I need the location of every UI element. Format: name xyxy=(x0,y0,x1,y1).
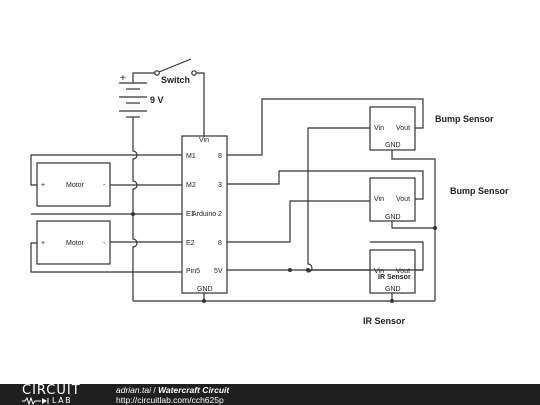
arduino-pin-8-bottom: 8 xyxy=(218,240,222,247)
footer-bar: CIRCUIT LAB adrian.tai / Watercraft Circ… xyxy=(0,384,540,405)
motor-1-plus: + xyxy=(41,182,45,189)
arduino-pin-m1: M1 xyxy=(186,153,196,160)
logo-text-lab: LAB xyxy=(52,396,73,405)
footer-author[interactable]: adrian.tai xyxy=(116,385,151,395)
bump-sensor-2-vin: Vin xyxy=(374,196,384,203)
battery-plus-sign: + xyxy=(120,73,126,84)
bump-sensor-2-label: Bump Sensor xyxy=(450,186,509,196)
footer-circuit-title[interactable]: Watercraft Circuit xyxy=(158,385,230,395)
motor-1[interactable]: + Motor - xyxy=(36,162,111,207)
logo-wave-icon xyxy=(22,397,49,405)
footer-separator: / xyxy=(150,385,159,395)
arduino-label: Arduino xyxy=(192,211,216,218)
motor-1-minus: - xyxy=(103,182,106,189)
arduino-pin-3: 3 xyxy=(218,182,222,189)
logo-text-circuit: CIRCUIT xyxy=(22,383,81,398)
arduino-pin-pin5: Pin5 xyxy=(186,268,200,275)
bump-sensor-2-gnd: GND xyxy=(385,214,401,221)
arduino-pin-gnd: GND xyxy=(197,286,213,293)
ir-sensor[interactable]: Vin Vout IR Sensor GND xyxy=(369,249,416,294)
arduino-pin-e1: E1 xyxy=(186,211,195,218)
circuit-schematic: + 9 V Switch Vin M1 M2 E1 Arduino E2 Pin… xyxy=(30,58,509,326)
battery[interactable]: + 9 V xyxy=(119,73,164,118)
motor-2[interactable]: + Motor - xyxy=(36,220,111,265)
footer-url-link[interactable]: http://circuitlab.com/cch625p xyxy=(116,395,224,405)
footer-byline: adrian.tai / Watercraft Circuit xyxy=(116,385,229,395)
ir-sensor-gnd: GND xyxy=(385,286,401,293)
bump-sensor-1-label: Bump Sensor xyxy=(435,114,494,124)
arduino-pin-m2: M2 xyxy=(186,182,196,189)
switch[interactable]: Switch xyxy=(154,58,197,85)
switch-label: Switch xyxy=(161,75,190,85)
bump-sensor-2[interactable]: Vin Vout GND xyxy=(369,177,416,222)
bump-sensor-1-vout: Vout xyxy=(396,125,410,132)
motor-2-minus: - xyxy=(103,240,106,247)
arduino-pin-2: 2 xyxy=(218,211,222,218)
motor-2-label: Motor xyxy=(66,240,85,247)
ir-sensor-inner-label: IR Sensor xyxy=(378,274,411,281)
bump-sensor-1-vin: Vin xyxy=(374,125,384,132)
arduino-board[interactable]: Vin M1 M2 E1 Arduino E2 Pin5 8 3 2 8 5V … xyxy=(181,135,228,294)
bump-sensor-2-vout: Vout xyxy=(396,196,410,203)
arduino-pin-5v: 5V xyxy=(214,268,223,275)
ir-sensor-label: IR Sensor xyxy=(363,316,406,326)
bump-sensor-1-gnd: GND xyxy=(385,142,401,149)
motor-2-plus: + xyxy=(41,240,45,247)
circuitlab-logo[interactable]: CIRCUIT LAB xyxy=(22,384,92,405)
ir-sensor-vout: Vout xyxy=(396,268,410,275)
arduino-pin-vin: Vin xyxy=(199,137,209,144)
bump-sensor-1[interactable]: Vin Vout GND xyxy=(369,106,416,151)
ir-sensor-vin: Vin xyxy=(374,268,384,275)
motor-1-label: Motor xyxy=(66,182,85,189)
arduino-pin-e2: E2 xyxy=(186,240,195,247)
battery-voltage-label: 9 V xyxy=(150,95,164,105)
arduino-pin-8-top: 8 xyxy=(218,153,222,160)
